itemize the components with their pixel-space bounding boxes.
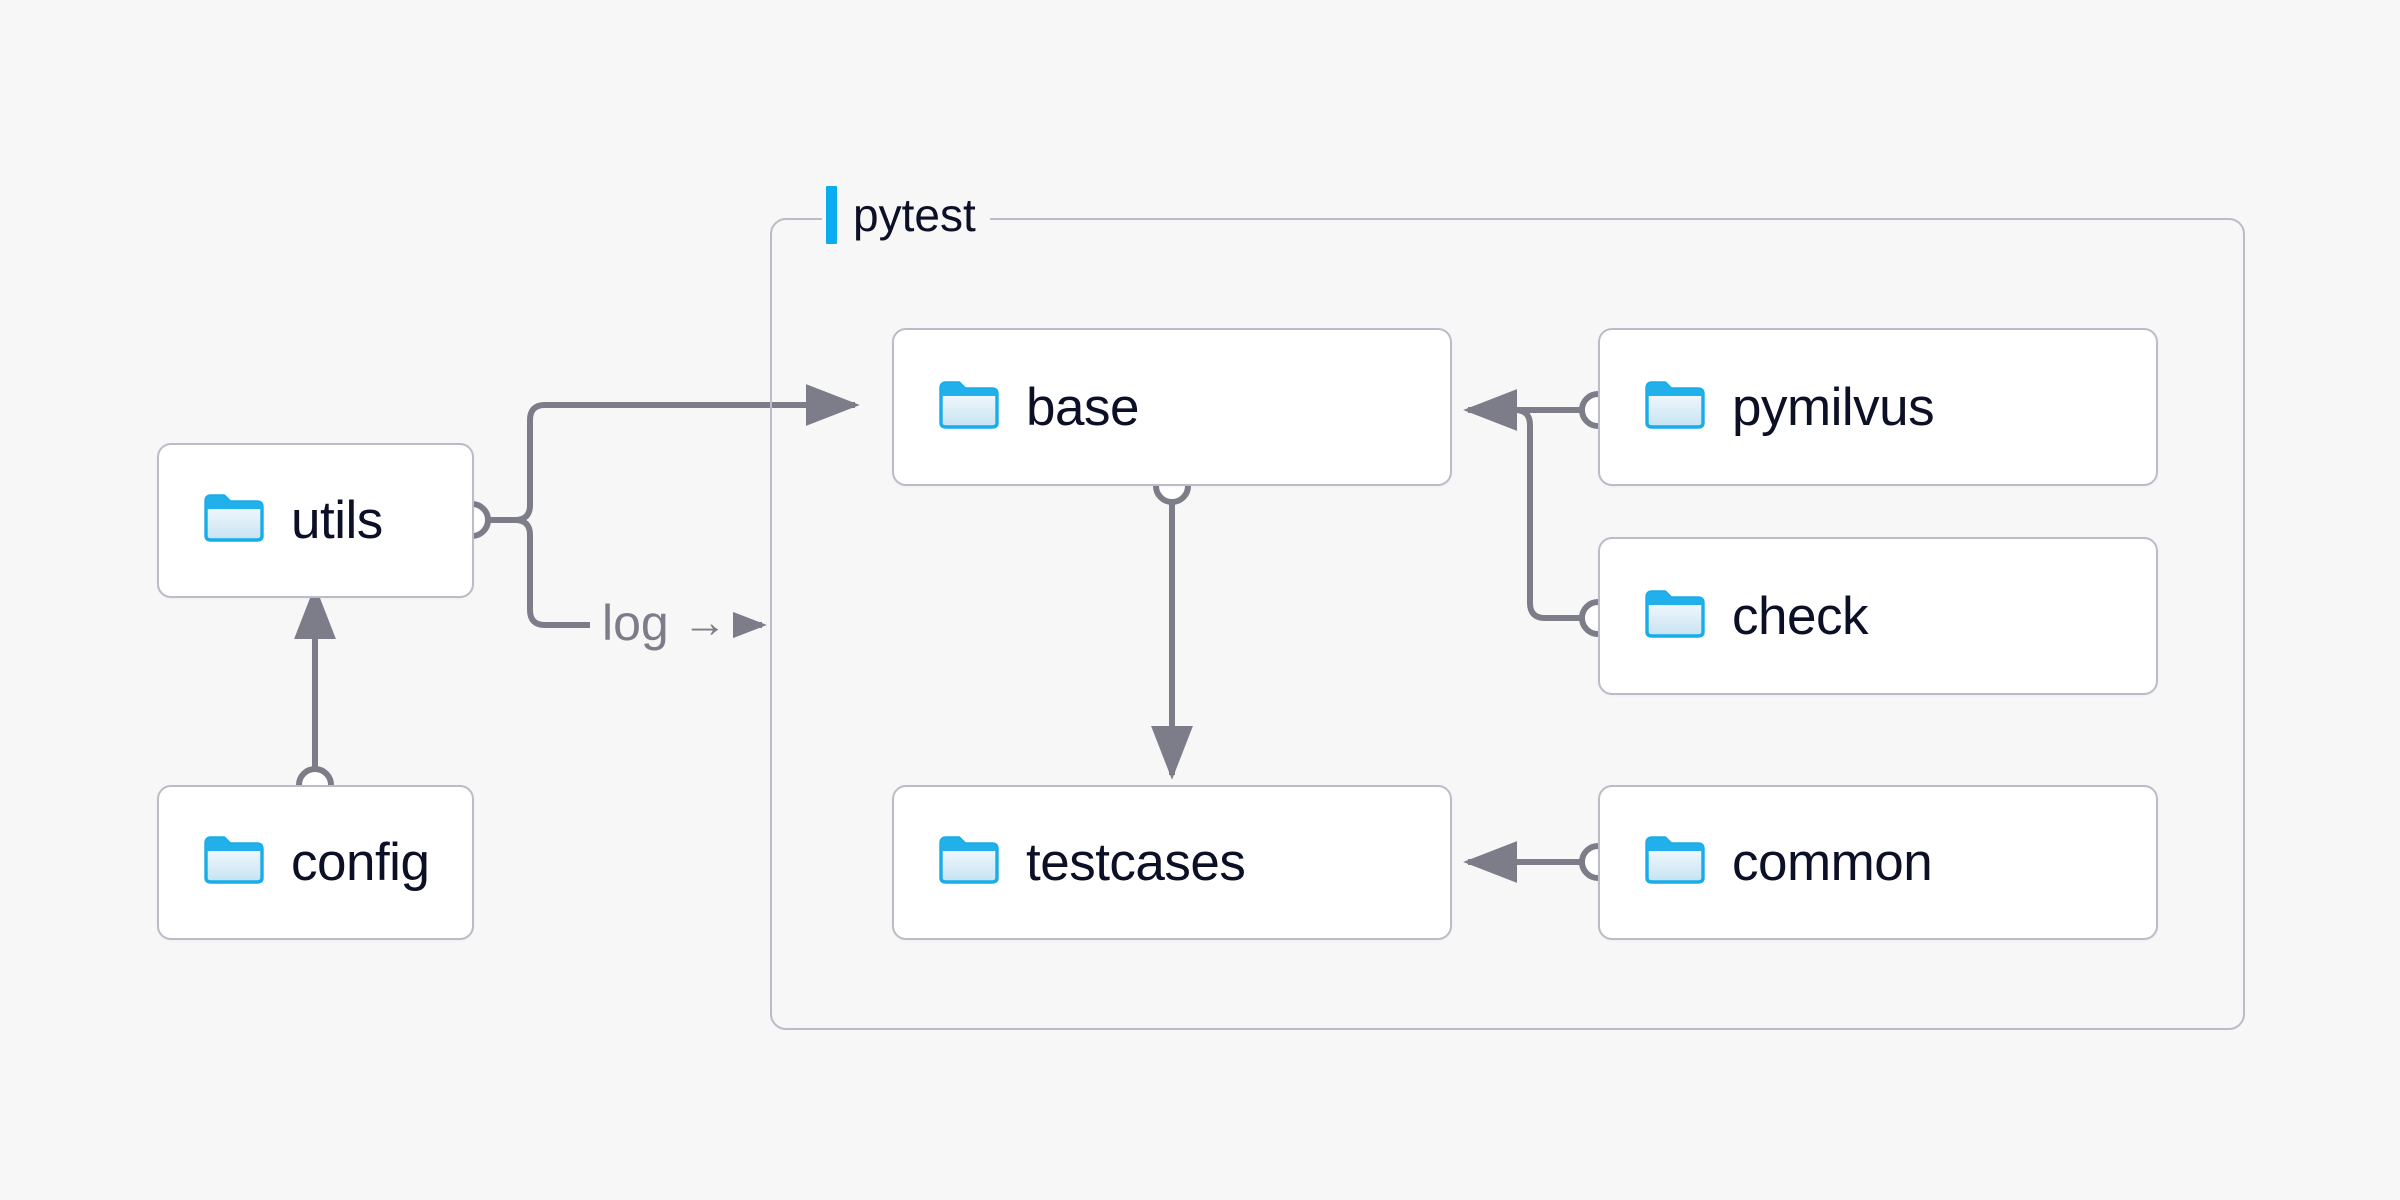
folder-icon [1644, 588, 1706, 645]
node-base[interactable]: base [892, 328, 1452, 486]
node-label: testcases [1026, 833, 1246, 892]
pytest-group-title: pytest [822, 186, 990, 244]
folder-icon [1644, 379, 1706, 436]
arrow-right-icon: → [682, 598, 727, 647]
node-config[interactable]: config [157, 785, 474, 940]
node-common[interactable]: common [1598, 785, 2158, 940]
folder-icon [203, 492, 265, 549]
node-check[interactable]: check [1598, 537, 2158, 695]
folder-icon [938, 379, 1000, 436]
edge-label-log: log → [596, 598, 733, 648]
node-utils[interactable]: utils [157, 443, 474, 598]
node-label: pymilvus [1732, 377, 1935, 437]
node-label: utils [291, 491, 383, 550]
edge-label-log-text: log [602, 595, 669, 651]
pytest-group-container [770, 218, 2245, 1030]
node-pymilvus[interactable]: pymilvus [1598, 328, 2158, 486]
folder-icon [203, 834, 265, 891]
node-label: config [291, 833, 430, 892]
node-label: check [1732, 586, 1868, 646]
folder-icon [1644, 834, 1706, 891]
node-label: base [1026, 377, 1139, 437]
group-title-label: pytest [853, 189, 976, 241]
group-accent-bar [826, 186, 837, 244]
folder-icon [938, 834, 1000, 891]
edge-config-utils [294, 585, 336, 804]
node-testcases[interactable]: testcases [892, 785, 1452, 940]
node-label: common [1732, 833, 1933, 892]
